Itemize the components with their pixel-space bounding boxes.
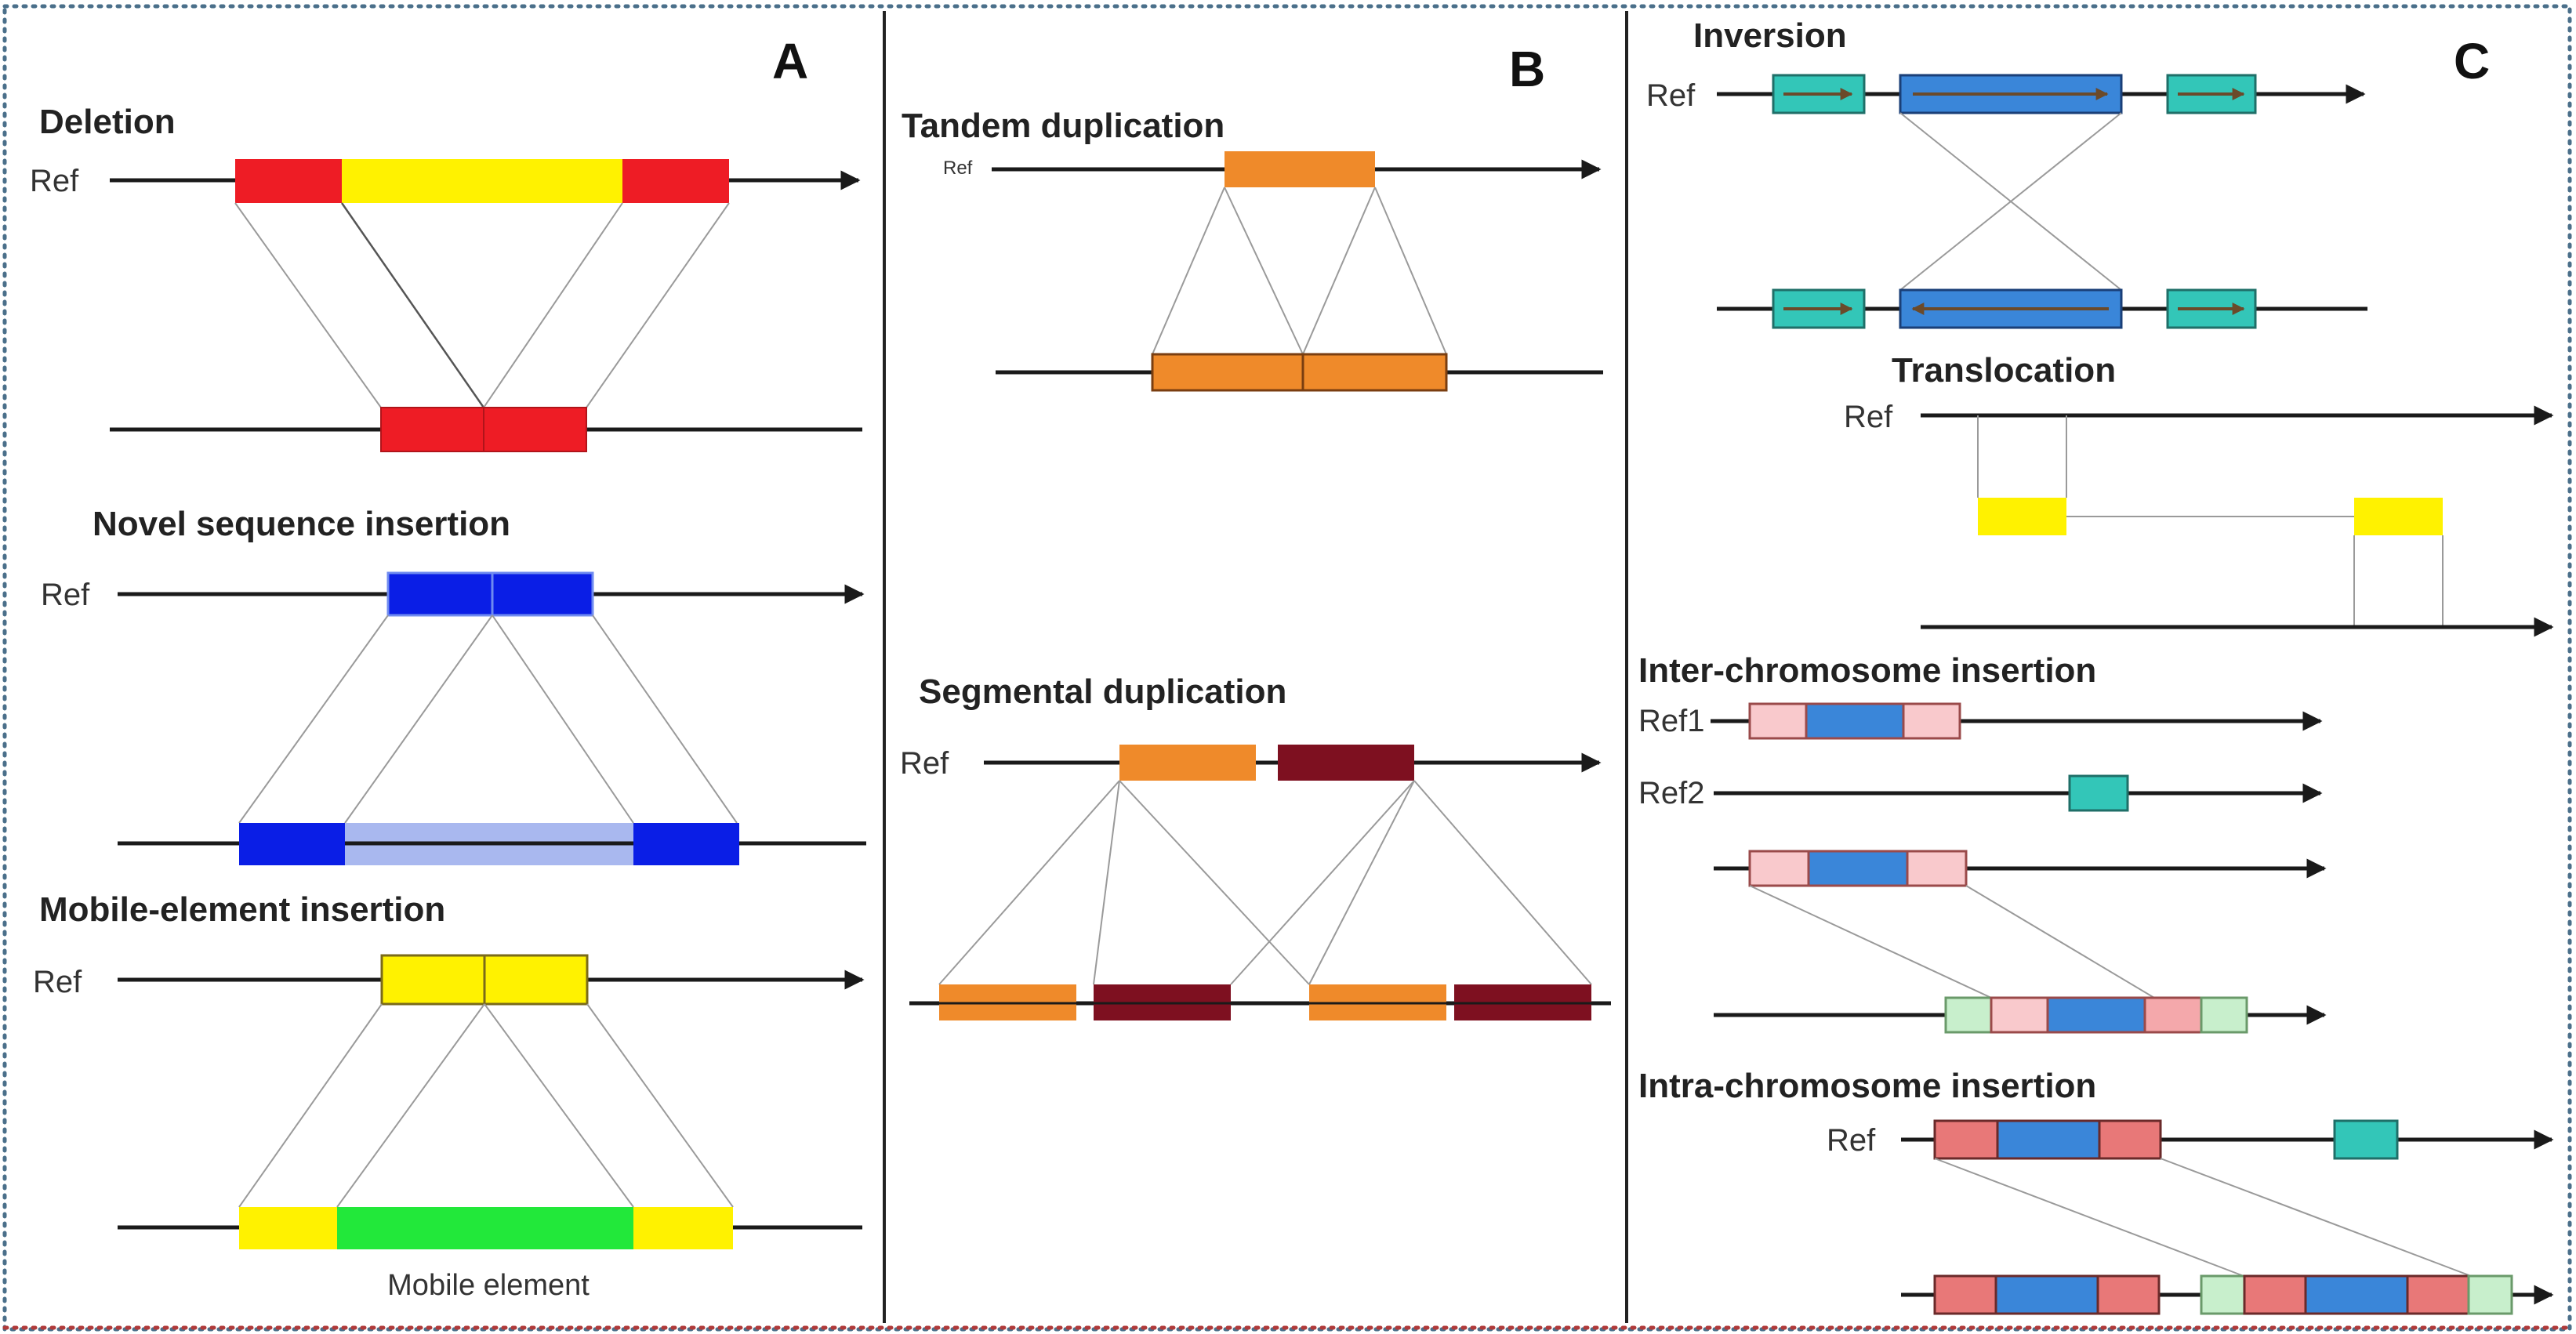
tandem-duplication-ref-block <box>1225 151 1375 187</box>
intra-alt-salmon-a <box>1933 1274 1997 1315</box>
intra-alt-salmon-d <box>2406 1274 2470 1315</box>
tandem-duplication-diagram: Tandem duplication Ref <box>902 107 1603 392</box>
intra-chromosome-insertion-diagram: Intra-chromosome insertion Ref <box>1638 1067 2554 1315</box>
mobile-element-caption: Mobile element <box>387 1269 590 1302</box>
intra-alt-blue-b <box>2304 1274 2409 1315</box>
inter-chromosome-ref2-label: Ref2 <box>1638 776 1705 810</box>
segmental-duplication-title: Segmental duplication <box>919 672 1286 711</box>
intra-ref-teal-block <box>2333 1119 2399 1160</box>
inter-source-pink-left <box>1748 850 1810 887</box>
mobile-insertion-ref-label: Ref <box>33 965 82 999</box>
deletion-ref-right-block <box>622 159 729 203</box>
panel-letter-b: B <box>1509 41 1545 97</box>
translocation-title: Translocation <box>1892 351 2116 390</box>
novel-insertion-title: Novel sequence insertion <box>93 505 510 543</box>
intra-ref-salmon-left <box>1933 1119 1999 1160</box>
novel-insertion-ref-left-block <box>386 571 494 617</box>
translocation-ref-label: Ref <box>1844 400 1893 434</box>
segmental-duplication-ref-label: Ref <box>900 746 949 781</box>
inter-alt-pink-left <box>1990 996 2049 1034</box>
panel-letter-c: C <box>2454 33 2490 89</box>
intra-ref-salmon-right <box>2098 1119 2162 1160</box>
deletion-ref-left-block <box>235 159 342 203</box>
mobile-insertion-diagram: Mobile-element insertion Ref Mobile elem… <box>33 890 865 1302</box>
inter-alt-mint-left <box>1944 996 1993 1034</box>
inter-ref1-pink-left <box>1748 702 1808 740</box>
mobile-insertion-alt-right-block <box>633 1207 733 1249</box>
tandem-duplication-ref-label: Ref <box>943 158 973 179</box>
inter-alt-pink-right <box>2143 996 2203 1034</box>
translocation-diagram: Translocation Ref <box>1844 351 2554 637</box>
novel-insertion-ref-label: Ref <box>41 578 90 612</box>
inter-alt-blue-segment <box>2046 996 2146 1034</box>
novel-insertion-ref-right-block <box>491 571 594 617</box>
intra-alt-salmon-b <box>2096 1274 2161 1315</box>
segmental-duplication-ref-block-a <box>1119 745 1256 781</box>
intra-chromosome-insertion-title: Intra-chromosome insertion <box>1638 1067 2096 1105</box>
novel-insertion-diagram: Novel sequence insertion Ref <box>41 505 866 865</box>
intra-alt-mint-right <box>2467 1274 2513 1315</box>
mobile-insertion-alt-element-block <box>337 1207 633 1249</box>
inversion-title: Inversion <box>1693 16 1847 55</box>
deletion-alt-right-block <box>483 407 587 452</box>
intra-ref-blue-segment <box>1996 1119 2101 1160</box>
tandem-duplication-alt-copy2 <box>1301 353 1448 392</box>
novel-insertion-alt-right-block <box>633 823 739 865</box>
mobile-insertion-ref-left-block <box>380 954 486 1006</box>
segmental-duplication-diagram: Segmental duplication Ref <box>900 672 1611 1020</box>
mobile-insertion-title: Mobile-element insertion <box>39 890 445 929</box>
inter-ref1-blue-segment <box>1805 702 1905 740</box>
mobile-insertion-alt-left-block <box>239 1207 337 1249</box>
deletion-title: Deletion <box>39 103 176 141</box>
inter-ref1-pink-right <box>1902 702 1961 740</box>
mobile-insertion-ref-right-block <box>483 954 589 1006</box>
intra-alt-salmon-c <box>2243 1274 2307 1315</box>
intra-chromosome-ref-label: Ref <box>1827 1123 1876 1158</box>
tandem-duplication-title: Tandem duplication <box>902 107 1225 145</box>
inversion-diagram: Inversion Ref <box>1646 16 2367 329</box>
deletion-ref-deleted-block <box>342 159 622 203</box>
inter-source-pink-right <box>1906 850 1968 887</box>
deletion-alt-left-block <box>380 407 484 452</box>
inversion-ref-label: Ref <box>1646 78 1696 113</box>
translocation-source-block <box>1978 498 2066 535</box>
inter-chromosome-insertion-diagram: Inter-chromosome insertion Ref1 Ref2 <box>1638 651 2327 1034</box>
translocation-target-block <box>2354 498 2443 535</box>
intra-alt-mint-left <box>2200 1274 2246 1315</box>
inter-source-blue-segment <box>1807 850 1909 887</box>
deletion-ref-label: Ref <box>30 164 79 198</box>
novel-insertion-alt-left-block <box>239 823 345 865</box>
inter-alt-mint-right <box>2200 996 2248 1034</box>
inter-ref2-teal-block <box>2068 774 2129 812</box>
panel-letter-a: A <box>772 33 808 89</box>
intra-alt-blue-a <box>1994 1274 2099 1315</box>
inter-chromosome-ref1-label: Ref1 <box>1638 704 1705 738</box>
tandem-duplication-alt-copy1 <box>1151 353 1304 392</box>
segmental-duplication-ref-block-b <box>1278 745 1414 781</box>
panel-b: Tandem duplication Ref Segmental duplica… <box>900 107 1611 1020</box>
outer-border <box>2 4 2572 1332</box>
panel-c: Inversion Ref Translocation Ref <box>1638 16 2554 1315</box>
panel-a: Deletion Ref Novel sequence insertion Re… <box>30 103 866 1302</box>
inter-chromosome-insertion-title: Inter-chromosome insertion <box>1638 651 2096 690</box>
deletion-diagram: Deletion Ref <box>30 103 862 452</box>
